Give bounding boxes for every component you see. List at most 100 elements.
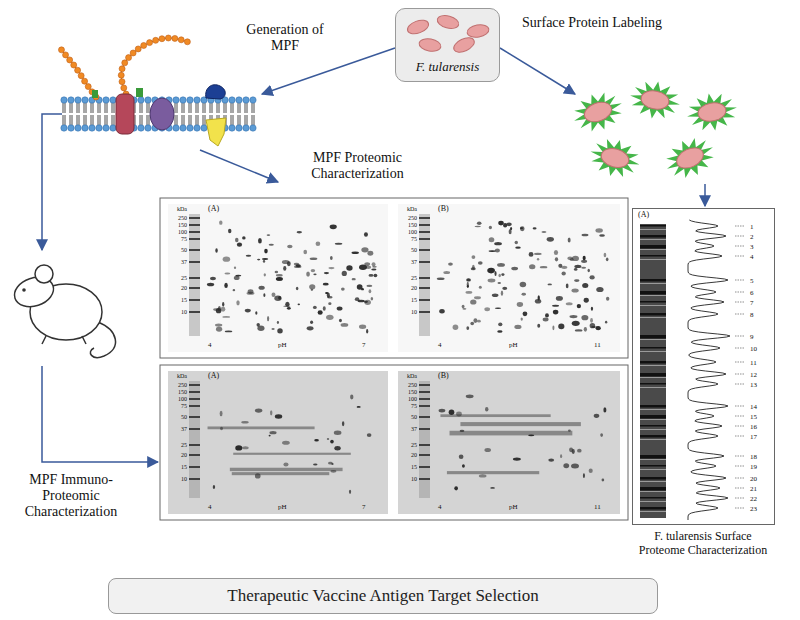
protein-spot: [497, 263, 505, 267]
organism-box: F. tularensis: [395, 8, 500, 82]
ph-axis-label: pH: [278, 341, 294, 349]
lane-band: [640, 291, 666, 295]
protein-smear: [450, 431, 573, 436]
protein-spot: [498, 274, 500, 277]
protein-spot: [258, 238, 262, 244]
callout-number: 15: [750, 413, 774, 421]
protein-spot: [543, 318, 549, 322]
protein-spot: [328, 462, 333, 465]
protein-spot: [207, 283, 214, 287]
protein-spot: [236, 300, 239, 305]
lipid-head: [96, 125, 102, 131]
lipid-tail: [63, 103, 65, 125]
ladder-band: [189, 405, 200, 407]
callout-number: 20: [750, 475, 774, 483]
protein-spot: [494, 271, 496, 276]
protein-spot: [511, 267, 518, 271]
lane-band: [640, 459, 666, 460]
leader-line: [735, 498, 745, 499]
protein-spot: [255, 408, 262, 412]
mouse-illustration: [11, 265, 116, 357]
protein-spot: [517, 302, 523, 307]
protein-spot: [477, 222, 482, 226]
protein-spot: [437, 277, 445, 279]
protein-spot: [271, 328, 274, 330]
protein-spot: [498, 221, 504, 226]
lane-band: [640, 469, 666, 470]
ladder-band: [419, 231, 430, 233]
protein-spot: [574, 265, 581, 268]
ladder-band: [419, 261, 430, 263]
protein-spot: [310, 321, 313, 325]
surface-gel-panel: (A)1234567891011121314151617181920212223…: [632, 208, 775, 525]
protein-spot: [520, 227, 523, 229]
leader-line: [735, 362, 745, 363]
protein-spot: [334, 446, 340, 450]
protein-spot: [472, 265, 475, 270]
protein-spot: [495, 248, 500, 252]
lane-band: [640, 225, 666, 227]
protein-spot: [306, 271, 310, 276]
lipid-head: [180, 125, 186, 131]
protein-spot: [545, 313, 549, 317]
ladder-lane: [419, 214, 430, 336]
leader-line: [735, 456, 745, 457]
protein-spot: [307, 326, 314, 330]
gel-image: (B)kDa250150100755037252015104pH11: [398, 204, 620, 352]
lane-band: [640, 435, 666, 438]
lane-band: [640, 477, 666, 480]
lipid-head: [75, 97, 81, 103]
protein-spot: [460, 430, 465, 432]
panel-letter: (A): [638, 210, 664, 219]
protein-spot: [560, 454, 562, 458]
protein-spot: [498, 323, 502, 327]
protein-spot: [330, 224, 337, 229]
mass-marker: 20: [398, 285, 417, 292]
callout-number: 22: [750, 495, 774, 503]
protein-spot: [371, 269, 376, 271]
leader-line: [735, 466, 745, 467]
lane-band: [640, 387, 666, 388]
protein-spot: [572, 449, 575, 454]
protein-smear: [230, 468, 343, 471]
protein-spot: [285, 302, 289, 307]
mass-marker: 10: [168, 309, 187, 316]
protein-spot: [228, 229, 231, 233]
ladder-band: [419, 311, 430, 313]
bacterium: [451, 35, 476, 55]
lipid-head: [89, 125, 95, 131]
lane-band: [640, 497, 666, 499]
protein-spot: [492, 293, 499, 297]
mass-marker: 100: [168, 396, 187, 403]
protein-spot: [606, 257, 609, 261]
callout-number: 18: [750, 453, 774, 461]
lane-band: [640, 313, 666, 316]
leader-line: [735, 416, 745, 417]
protein-spot: [474, 226, 480, 228]
membrane-illustration: [58, 35, 256, 146]
bacterium: [436, 13, 460, 30]
flow-arrows: [42, 48, 705, 462]
protein-spot: [574, 268, 578, 271]
protein-spot: [488, 279, 496, 283]
mass-marker: 150: [398, 222, 417, 229]
ladder-band: [419, 238, 430, 240]
ladder-band: [419, 398, 430, 400]
membrane-protein: [92, 90, 98, 98]
protein-spot: [334, 430, 342, 435]
lps-chain-bead: [135, 46, 141, 52]
protein-spot: [318, 310, 323, 315]
callout-number: 6: [750, 289, 774, 297]
protein-spot: [606, 297, 609, 301]
ph-axis-label: 4: [208, 503, 220, 511]
lps-chain-bead: [82, 78, 88, 84]
protein-spot: [294, 265, 301, 268]
membrane-protein: [116, 94, 134, 134]
protein-spot: [359, 324, 366, 329]
protein-spot: [552, 305, 559, 307]
protein-spot: [235, 238, 238, 242]
lane-band: [640, 373, 666, 377]
protein-spot: [369, 289, 372, 293]
ladder-band: [189, 217, 200, 219]
